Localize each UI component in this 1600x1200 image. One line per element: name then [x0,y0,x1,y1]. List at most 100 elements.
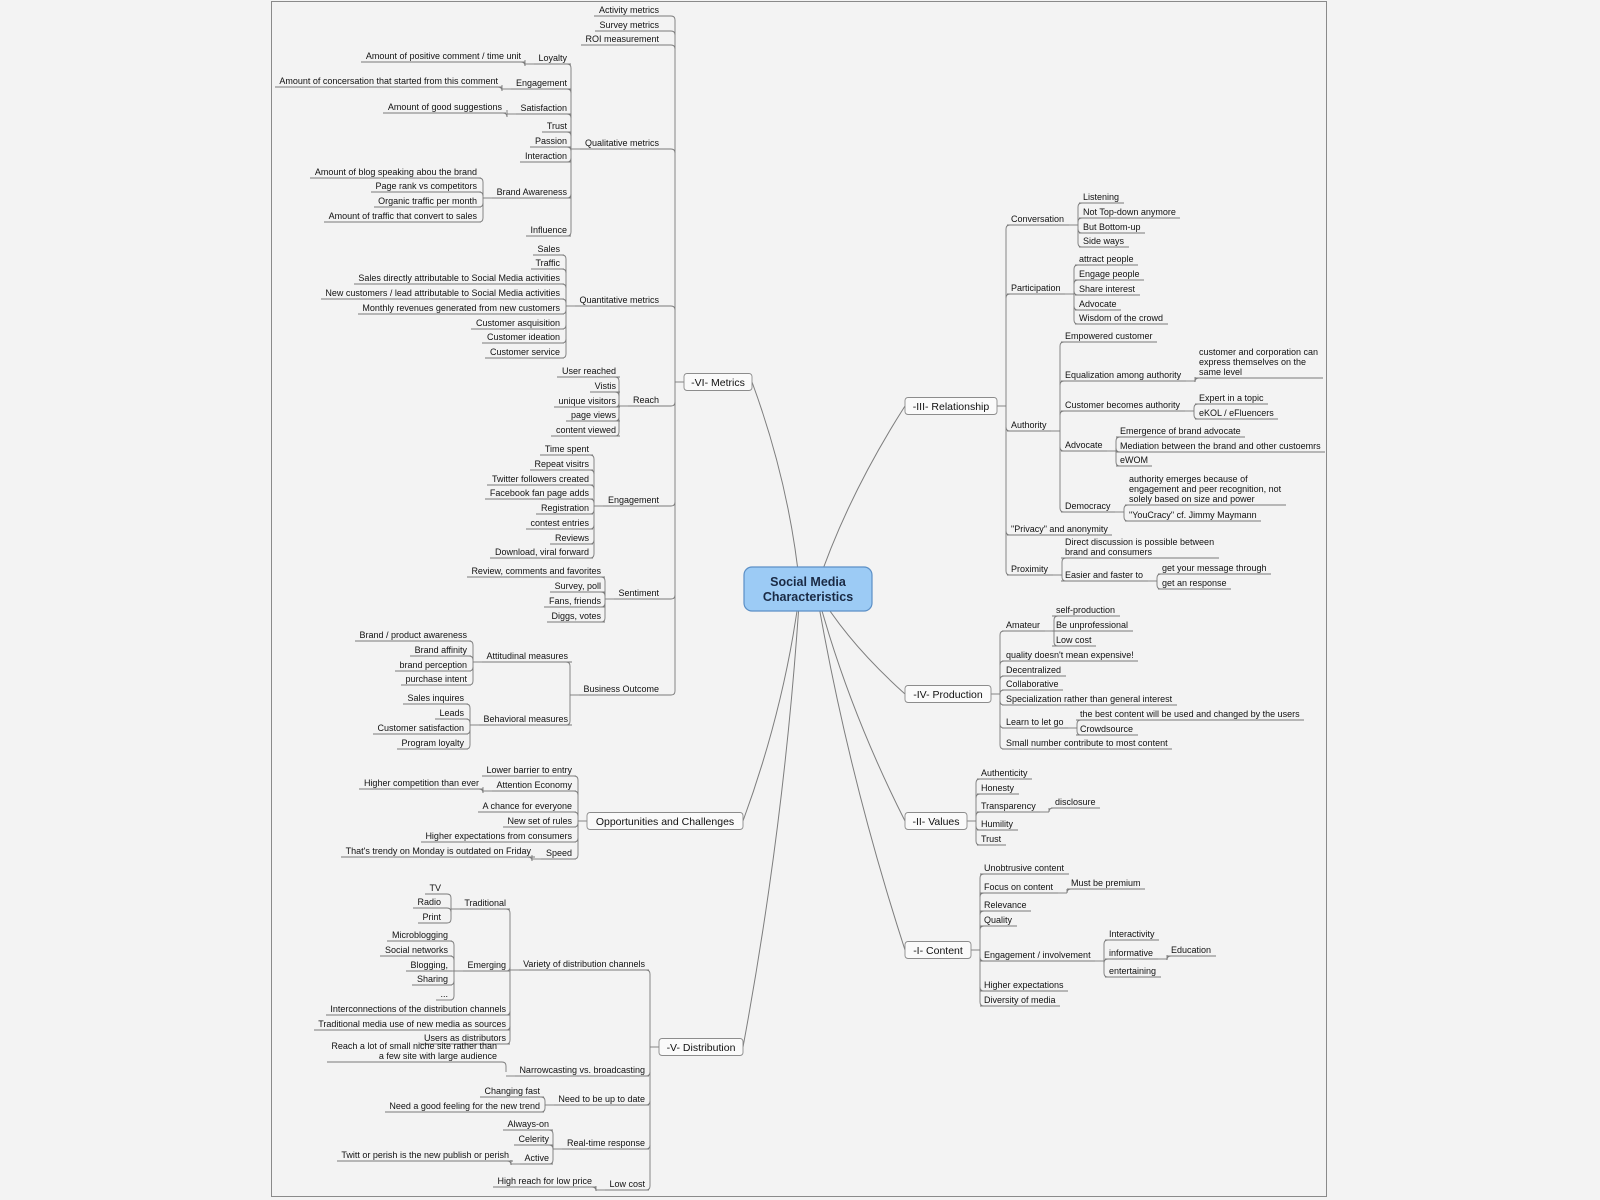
node-share-interest[interactable]: Share interest [1075,284,1140,296]
node-but-bottom-up[interactable]: But Bottom-up [1079,222,1145,234]
branch-iv-production[interactable]: -IV- Production [904,685,992,703]
node-social-networks[interactable]: Social networks [380,945,452,957]
node-engagement[interactable]: Engagement [603,495,663,507]
node-activity-metrics[interactable]: Activity metrics [594,5,663,17]
node-amount-of-blog-speaking-abou-the-brand[interactable]: Amount of blog speaking abou the brand [310,167,481,179]
node-higher-expectations[interactable]: Higher expectations [980,980,1068,992]
node-engagement-involvement[interactable]: Engagement / involvement [980,950,1095,962]
node-variety-of-distribution-channels[interactable]: Variety of distribution channels [519,959,649,971]
node-entertaining[interactable]: entertaining [1105,966,1161,978]
node-wisdom-of-the-crowd[interactable]: Wisdom of the crowd [1075,313,1168,325]
node-facebook-fan-page-adds[interactable]: Facebook fan page adds [485,488,593,500]
node-high-reach-for-low-price[interactable]: High reach for low price [493,1176,596,1188]
node-new-customers-lead-attributable-to-socia[interactable]: New customers / lead attributable to Soc… [321,288,564,300]
node-expert-in-a-topic[interactable]: Expert in a topic [1195,393,1268,405]
node-small-number-contribute-to-most-content[interactable]: Small number contribute to most content [1002,738,1172,750]
node-page-rank-vs-competitors[interactable]: Page rank vs competitors [371,181,481,193]
node-page-views[interactable]: page views [566,410,620,422]
node-purchase-intent[interactable]: purchase intent [401,674,471,686]
node-privacy-and-anonymity[interactable]: "Privacy" and anonymity [1007,524,1112,536]
node-time-spent[interactable]: Time spent [540,444,593,456]
node-organic-traffic-per-month[interactable]: Organic traffic per month [374,196,481,208]
node-decentralized[interactable]: Decentralized [1002,665,1066,677]
node-diversity-of-media[interactable]: Diversity of media [980,995,1060,1007]
node-program-loyalty[interactable]: Program loyalty [397,738,468,750]
node-advocate[interactable]: Advocate [1075,299,1121,311]
node-that-s-trendy-on-monday-is-outdated-on-f[interactable]: That's trendy on Monday is outdated on F… [341,846,535,858]
node-users-as-distributors[interactable]: Users as distributors [419,1033,510,1045]
node-review-comments-and-favorites[interactable]: Review, comments and favorites [467,566,605,578]
node-survey-metrics[interactable]: Survey metrics [595,20,663,32]
node-download-viral-forward[interactable]: Download, viral forward [490,547,593,559]
node-twitter-followers-created[interactable]: Twitter followers created [487,474,593,486]
node-get-an-response[interactable]: get an response [1158,578,1231,590]
node-self-production[interactable]: self-production [1052,605,1120,617]
node-customer-ideation[interactable]: Customer ideation [482,332,564,344]
node-fans-friends[interactable]: Fans, friends [544,596,605,608]
node-sales-directly-attributable-to-social-me[interactable]: Sales directly attributable to Social Me… [354,273,564,285]
node-customer-becomes-authority[interactable]: Customer becomes authority [1061,400,1185,412]
node-emerging[interactable]: Emerging [463,960,510,972]
node-influence[interactable]: Influence [526,225,571,237]
branch-vi-metrics[interactable]: -VI- Metrics [683,373,753,391]
node-focus-on-content[interactable]: Focus on content [980,882,1058,894]
node-crowdsource[interactable]: Crowdsource [1076,724,1138,736]
node-attract-people[interactable]: attract people [1075,254,1138,266]
node-reach[interactable]: Reach [628,395,663,407]
node-traditional[interactable]: Traditional [460,898,510,910]
node-trust[interactable]: Trust [542,121,571,133]
node-youcracy-cf-jimmy-maymann[interactable]: "YouCracy" cf. Jimmy Maymann [1125,510,1261,522]
node-emergence-of-brand-advocate[interactable]: Emergence of brand advocate [1116,426,1245,438]
node-qualitative-metrics[interactable]: Qualitative metrics [580,138,663,150]
node-traditional-media-use-of-new-media-as-so[interactable]: Traditional media use of new media as so… [314,1019,510,1031]
node-changing-fast[interactable]: Changing fast [480,1086,544,1098]
node-repeat-visitrs[interactable]: Repeat visitrs [530,459,593,471]
node-engagement[interactable]: Engagement [511,78,571,90]
node-proximity[interactable]: Proximity [1007,564,1053,576]
node-participation[interactable]: Participation [1007,283,1065,295]
node-must-be-premium[interactable]: Must be premium [1067,878,1145,890]
node-listening[interactable]: Listening [1079,192,1124,204]
node-sentiment[interactable]: Sentiment [614,588,663,600]
node-ekol-efluencers[interactable]: eKOL / eFluencers [1195,408,1278,420]
node-always-on[interactable]: Always-on [503,1119,553,1131]
branch-v-distribution[interactable]: -V- Distribution [658,1038,744,1056]
node-sales-inquires[interactable]: Sales inquires [403,693,468,705]
branch-ii-values[interactable]: -II- Values [904,812,968,830]
node-amount-of-traffic-that-convert-to-sales[interactable]: Amount of traffic that convert to sales [324,211,481,223]
node-active[interactable]: Active [520,1153,553,1165]
node-interaction[interactable]: Interaction [520,151,571,163]
node-honesty[interactable]: Honesty [977,783,1019,795]
node-attention-economy[interactable]: Attention Economy [492,780,576,792]
node-narrowcasting-vs-broadcasting[interactable]: Narrowcasting vs. broadcasting [515,1065,649,1077]
node-passion[interactable]: Passion [530,136,571,148]
node-not-top-down-anymore[interactable]: Not Top-down anymore [1079,207,1180,219]
node-twitt-or-perish-is-the-new-publish-or-pe[interactable]: Twitt or perish is the new publish or pe… [337,1150,513,1162]
node-amount-of-concersation-that-started-from[interactable]: Amount of concersation that started from… [275,76,502,88]
node-equalization-among-authority[interactable]: Equalization among authority [1061,370,1186,382]
node-empowered-customer[interactable]: Empowered customer [1061,331,1157,343]
node-brand-product-awareness[interactable]: Brand / product awareness [355,630,471,642]
node-business-outcome[interactable]: Business Outcome [579,684,663,696]
node-trust[interactable]: Trust [977,834,1006,846]
node-monthly-revenues-generated-from-new-cust[interactable]: Monthly revenues generated from new cust… [358,303,564,315]
node-quality[interactable]: Quality [980,915,1017,927]
node-radio[interactable]: Radio [413,897,445,909]
node-collaborative[interactable]: Collaborative [1002,679,1063,691]
node-customer-satisfaction[interactable]: Customer satisfaction [373,723,468,735]
node-roi-measurement[interactable]: ROI measurement [581,34,663,46]
node-unobtrusive-content[interactable]: Unobtrusive content [980,863,1069,875]
node-new-set-of-rules[interactable]: New set of rules [503,816,576,828]
node-need-a-good-feeling-for-the-new-trend[interactable]: Need a good feeling for the new trend [385,1101,544,1113]
node-low-cost[interactable]: Low cost [1052,635,1096,647]
branch-opportunities-and-challenges[interactable]: Opportunities and Challenges [586,812,744,830]
node-quality-doesn-t-mean-expensive[interactable]: quality doesn't mean expensive! [1002,650,1138,662]
node-interconnections-of-the-distribution-cha[interactable]: Interconnections of the distribution cha… [326,1004,510,1016]
node-reach-a-lot-of-small-niche-site-rather-t[interactable]: Reach a lot of small niche site rather t… [327,1041,501,1063]
node-contest-entries[interactable]: contest entries [526,518,593,530]
node-a-chance-for-everyone[interactable]: A chance for everyone [478,801,576,813]
node-side-ways[interactable]: Side ways [1079,236,1129,248]
node-brand-awareness[interactable]: Brand Awareness [492,187,571,199]
